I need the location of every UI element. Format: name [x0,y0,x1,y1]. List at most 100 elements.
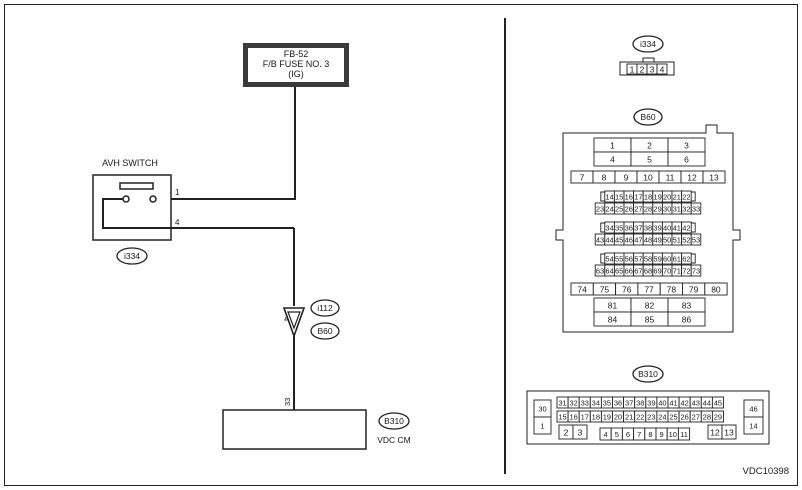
b60-pin-number: 54 [605,255,613,264]
diagram-frame [4,4,798,486]
b60-pin-number: 13 [709,173,719,183]
b60-pin-number: 22 [682,193,690,202]
b60-pin-number: 49 [653,236,661,245]
connector-b60-label: B60 [640,112,655,122]
wire-fuse-to-switch [156,87,296,200]
pin-row-bracket [691,253,696,264]
b60-pin-number: 78 [667,285,677,295]
b60-pin-cell [690,202,702,215]
b60-pin-cell [681,190,692,203]
b310-pin-number: 36 [614,399,622,408]
b60-pin-number: 70 [663,267,671,276]
switch-actuator [119,182,154,190]
b60-pin-number: 60 [663,255,671,264]
b310-pin-number: 11 [680,430,688,439]
b60-pin-number: 43 [596,236,604,245]
b60-pin-number: 75 [600,285,610,295]
vdc-module: 33 B310 VDC CM [222,398,411,450]
connector-i334-latch [642,57,655,63]
b60-pin-number: 63 [596,267,604,276]
fuse-block: FB-52 F/B FUSE NO. 3 (IG) [243,43,349,87]
b60-pin-number: 10 [643,173,653,183]
b310-pin-number: 40 [658,399,666,408]
junction-connector-label-bottom: B60 [317,326,332,336]
b310-pin-number: 8 [648,430,652,439]
b60-pin-number: 79 [689,285,699,295]
b310-pin-number: 14 [749,422,757,431]
connector-i334-label: i334 [640,39,656,49]
b60-pin-cell [690,233,702,246]
module-pin-33: 33 [283,398,292,406]
pin-row-bracket [691,222,696,233]
b60-pin-number: 11 [666,173,675,183]
b60-pin-number: 86 [682,315,692,325]
i334-pin-cell [656,63,668,75]
b310-pin-number: 39 [647,399,655,408]
b310-pin-cell [743,416,764,435]
i334-pin-number: 3 [650,65,655,75]
b310-pin-number: 29 [714,413,722,422]
b60-pin-number: 59 [653,255,661,264]
junction-connector: 4 i112 B60 [282,299,340,340]
b310-pin-number: 15 [558,413,566,422]
b60-pin-number: 15 [615,193,623,202]
b60-pin-number: 7 [580,173,585,183]
b60-pin-number: 25 [615,205,623,214]
fuse-label-name: F/B FUSE NO. 3 [263,59,330,69]
b60-pin-number: 3 [684,141,689,151]
switch-internal-wire [102,198,294,229]
b60-pin-number: 39 [653,224,661,233]
b310-pin-number: 41 [669,399,677,408]
b60-pin-number: 53 [692,236,700,245]
pin-row-bracket [691,191,696,202]
b60-pin-number: 84 [608,315,618,325]
b310-pin-number: 38 [636,399,644,408]
b60-pin-number: 76 [622,285,632,295]
avh-switch: AVH SWITCH 1 4 i334 [92,158,294,265]
b60-pin-number: 62 [682,255,690,264]
avh-switch-title: AVH SWITCH [102,158,158,168]
i334-pin-number: 4 [660,65,665,75]
switch-connector-tag [116,247,148,265]
b60-pin-number: 85 [645,315,655,325]
b60-pin-number: 45 [615,236,623,245]
b60-pin-number: 20 [663,193,671,202]
b310-pin-number: 43 [692,399,700,408]
b310-pin-number: 32 [569,399,577,408]
b60-pin-number: 28 [644,205,652,214]
b310-pin-cell [711,396,724,409]
b60-pin-number: 27 [634,205,642,214]
b60-pin-number: 41 [673,224,681,233]
b60-pin-cell [667,311,706,327]
b310-pin-number: 5 [615,430,619,439]
b60-pin-number: 14 [605,193,613,202]
b310-pin-number: 19 [603,413,611,422]
b60-pin-number: 36 [625,224,633,233]
b310-pin-number: 30 [538,405,546,414]
b60-pin-number: 74 [577,285,587,295]
b60-pin-number: 61 [673,255,681,264]
b60-pin-number: 42 [682,224,690,233]
junction-pin-top: 4 [282,317,291,321]
b60-pin-number: 2 [647,141,652,151]
b60-pin-number: 18 [644,193,652,202]
b60-pin-number: 40 [663,224,671,233]
b310-pin-number: 28 [703,413,711,422]
wires [156,87,296,410]
switch-pin-4: 4 [175,218,180,227]
b60-pin-number: 56 [625,255,633,264]
b60-pin-number: 32 [682,205,690,214]
module-connector-label: B310 [384,416,404,426]
b310-pin-number: 6 [626,430,630,439]
fuse-box-inner [248,48,344,82]
b310-pin-number: 18 [592,413,600,422]
b310-pin-number: 26 [680,413,688,422]
b60-pin-cell [681,252,692,265]
b60-pin-number: 4 [610,155,615,165]
vdc-module-body [222,409,367,450]
b60-pin-number: 65 [615,267,623,276]
b60-pin-number: 55 [615,255,623,264]
